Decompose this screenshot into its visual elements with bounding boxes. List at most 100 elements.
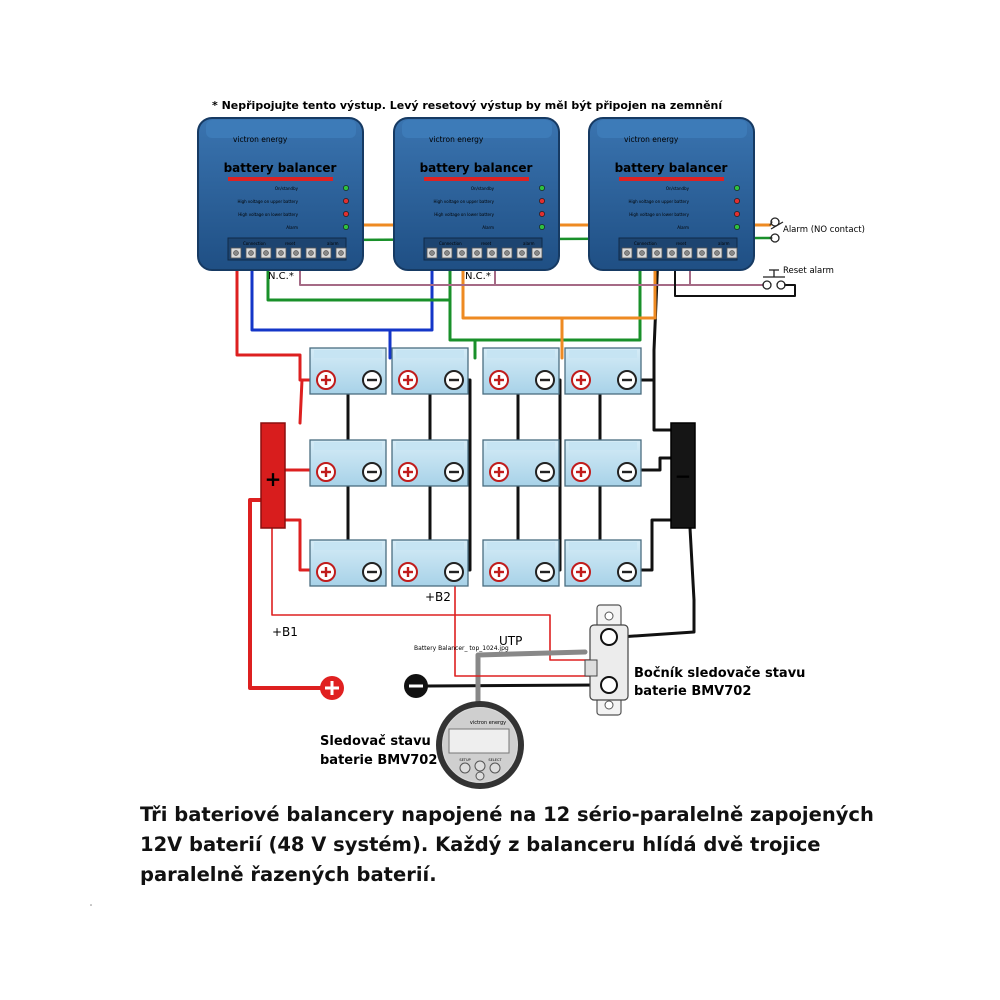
battery-2 — [391, 347, 469, 395]
battery-4 — [564, 347, 642, 395]
battery-6 — [391, 439, 469, 487]
battery-positive-terminal — [489, 562, 509, 582]
alarm-contact — [770, 217, 784, 243]
note-text: * Nepřipojujte tento výstup. Levý reseto… — [212, 99, 723, 112]
balancer-terminal-label: alarm — [523, 241, 535, 246]
balancer-led — [539, 198, 545, 204]
nc-label-middle: N.C.* — [465, 271, 491, 282]
balancer-led — [734, 198, 740, 204]
monitor-label-line1: Sledovač stavu — [320, 734, 431, 749]
balancer-led — [539, 224, 545, 230]
balancer-led — [343, 198, 349, 204]
battery-positive-terminal — [398, 370, 418, 390]
balancer-status-label: High voltage on upper battery — [628, 199, 689, 204]
shunt-label-line2: baterie BMV702 — [634, 684, 751, 699]
balancer-terminal-label: alarm — [327, 241, 339, 246]
balancer-title: battery balancer — [615, 161, 728, 175]
battery-negative-terminal — [535, 562, 555, 582]
monitor-select-label: SELECT — [488, 758, 502, 762]
battery-negative-terminal — [535, 370, 555, 390]
balancer-terminal-label: Connection — [634, 241, 657, 246]
balancer-status-label: Alarm — [677, 225, 689, 230]
wire-b1-sense — [271, 527, 591, 661]
battery-positive-terminal — [316, 562, 336, 582]
battery-bank — [309, 347, 642, 587]
balancer-brand: victron energy — [233, 135, 288, 144]
monitor-setup-label: SETUP — [459, 758, 470, 762]
negative-busbar: − — [670, 422, 696, 529]
battery-positive-terminal — [316, 370, 336, 390]
battery-positive-terminal — [316, 462, 336, 482]
balancer-led — [343, 185, 349, 191]
wire-shunt-neg-terminal — [426, 683, 602, 688]
battery-10 — [391, 539, 469, 587]
balancer-terminal-label: reset — [285, 241, 296, 246]
b1-label: +B1 — [272, 625, 298, 639]
negative-busbar-sign: − — [675, 464, 692, 488]
caption: Tři bateriové balancery napojené na 12 s… — [140, 803, 874, 886]
battery-negative-terminal — [444, 462, 464, 482]
balancer-title: battery balancer — [420, 161, 533, 175]
monitor-label-line2: baterie BMV702 — [320, 753, 437, 768]
battery-8 — [564, 439, 642, 487]
battery-negative-terminal — [617, 562, 637, 582]
battery-balancer-1: victron energy battery balancerOn/standby… — [197, 117, 364, 271]
wire-blue — [250, 256, 434, 360]
file-label: Battery Balancer_ top_1024.jpg — [414, 645, 509, 652]
battery-5 — [309, 439, 387, 487]
balancer-status-label: High voltage on lower battery — [629, 212, 689, 217]
nc-label-left: N.C.* — [268, 271, 294, 282]
battery-positive-terminal — [571, 462, 591, 482]
shunt-label-line1: Bočník sledovače stavu — [634, 666, 805, 681]
b2-label: +B2 — [425, 590, 451, 604]
battery-1 — [309, 347, 387, 395]
battery-3 — [482, 347, 560, 395]
balancer-brand: victron energy — [624, 135, 679, 144]
battery-9 — [309, 539, 387, 587]
alarm-label: Alarm (NO contact) — [783, 225, 865, 235]
balancer-status-label: Alarm — [286, 225, 298, 230]
bmv702-shunt — [584, 604, 629, 716]
balancer-terminal-label: Connection — [439, 241, 462, 246]
wire-b2-sense — [454, 577, 591, 677]
wire-utp — [475, 649, 588, 705]
balancer-led — [539, 185, 545, 191]
battery-positive-terminal — [571, 370, 591, 390]
wire-black-reset — [674, 257, 796, 297]
balancer-terminal-label: reset — [481, 241, 492, 246]
balancer-status-label: On/standby — [471, 186, 495, 191]
balancer-status-label: High voltage on upper battery — [237, 199, 298, 204]
battery-11 — [482, 539, 560, 587]
battery-positive-terminal — [489, 370, 509, 390]
battery-negative-terminal — [444, 562, 464, 582]
balancer-terminal-label: alarm — [718, 241, 730, 246]
balancer-status-label: High voltage on lower battery — [238, 212, 298, 217]
main-positive-terminal — [320, 676, 344, 700]
main-negative-terminal — [404, 674, 428, 698]
battery-negative-terminal — [617, 370, 637, 390]
battery-7 — [482, 439, 560, 487]
balancer-status-label: High voltage on lower battery — [434, 212, 494, 217]
balancer-terminal-label: reset — [676, 241, 687, 246]
balancer-group: victron energy battery balancerOn/standby… — [197, 117, 755, 271]
balancer-led — [343, 211, 349, 217]
balancer-led — [539, 211, 545, 217]
battery-negative-terminal — [444, 370, 464, 390]
positive-busbar: + — [260, 422, 286, 529]
battery-positive-terminal — [571, 562, 591, 582]
balancer-status-label: On/standby — [275, 186, 299, 191]
positive-busbar-sign: + — [265, 467, 282, 491]
battery-positive-terminal — [398, 462, 418, 482]
balancer-status-label: High voltage on upper battery — [433, 199, 494, 204]
wire-pos-main — [248, 498, 322, 690]
battery-balancer-3: victron energy battery balancerOn/standby… — [588, 117, 755, 271]
balancer-status-label: On/standby — [666, 186, 690, 191]
balancer-status-label: Alarm — [482, 225, 494, 230]
battery-positive-terminal — [489, 462, 509, 482]
monitor-brand: victron energy — [470, 720, 506, 726]
balancer-title: battery balancer — [224, 161, 337, 175]
reset-alarm-button-symbol — [762, 269, 786, 290]
utp-label: UTP — [499, 634, 522, 648]
battery-12 — [564, 539, 642, 587]
